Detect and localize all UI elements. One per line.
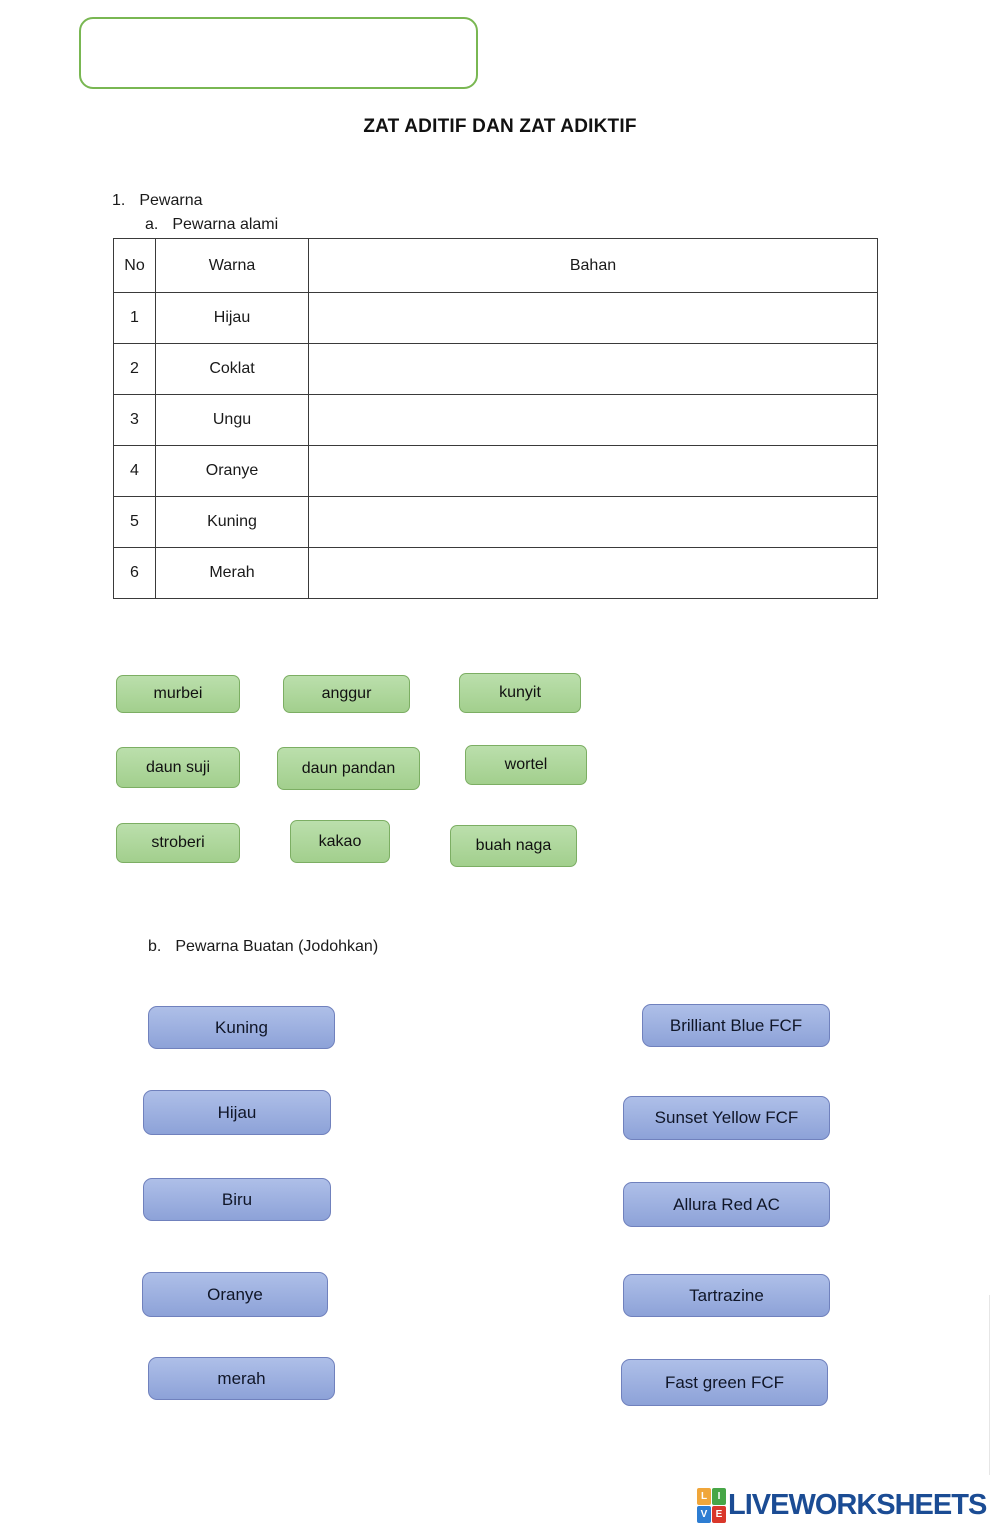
drag-chip-murbei[interactable]: murbei <box>116 675 240 713</box>
match-left-oranye[interactable]: Oranye <box>142 1272 328 1317</box>
table-header-row: No Warna Bahan <box>113 238 878 293</box>
table-row: 3 Ungu <box>113 394 878 446</box>
liveworksheets-logo-icon: L I V E <box>697 1488 726 1523</box>
table-header-no: No <box>113 238 156 293</box>
row-number: 4 <box>113 445 156 497</box>
question-1b-letter: b. <box>148 938 162 955</box>
name-answer-box[interactable] <box>79 17 478 89</box>
bahan-drop-cell[interactable] <box>308 547 878 599</box>
drag-chip-kakao[interactable]: kakao <box>290 820 390 863</box>
drag-chip-daun-pandan[interactable]: daun pandan <box>277 747 420 790</box>
logo-tile-e: E <box>712 1506 726 1523</box>
drag-chip-daun-suji[interactable]: daun suji <box>116 747 240 788</box>
table-row: 1 Hijau <box>113 292 878 344</box>
question-1a-heading: a. Pewarna alami <box>145 216 278 234</box>
question-1b-label: Pewarna Buatan (Jodohkan) <box>175 938 379 955</box>
warna-cell: Hijau <box>155 292 309 344</box>
table-header-warna: Warna <box>155 238 309 293</box>
question-1a-letter: a. <box>145 216 159 233</box>
worksheet-title: ZAT ADITIF DAN ZAT ADIKTIF <box>363 116 637 137</box>
table-row: 2 Coklat <box>113 343 878 395</box>
page-edge-line <box>989 1295 990 1475</box>
liveworksheets-logo[interactable]: L I V E LIVEWORKSHEETS <box>697 1488 987 1523</box>
natural-colors-table: No Warna Bahan 1 Hijau 2 Coklat 3 Ungu <box>113 238 878 599</box>
bahan-drop-cell[interactable] <box>308 445 878 497</box>
warna-cell: Oranye <box>155 445 309 497</box>
match-right-sunset-yellow-fcf[interactable]: Sunset Yellow FCF <box>623 1096 830 1140</box>
match-right-tartrazine[interactable]: Tartrazine <box>623 1274 830 1317</box>
bahan-drop-cell[interactable] <box>308 496 878 548</box>
question-1a-label: Pewarna alami <box>172 216 279 233</box>
table-row: 4 Oranye <box>113 445 878 497</box>
bahan-drop-cell[interactable] <box>308 292 878 344</box>
row-number: 3 <box>113 394 156 446</box>
match-right-fast-green-fcf[interactable]: Fast green FCF <box>621 1359 828 1406</box>
warna-cell: Coklat <box>155 343 309 395</box>
table-row: 6 Merah <box>113 547 878 599</box>
row-number: 2 <box>113 343 156 395</box>
drag-chip-kunyit[interactable]: kunyit <box>459 673 581 713</box>
drag-chip-wortel[interactable]: wortel <box>465 745 587 785</box>
question-1-number: 1. <box>112 192 126 209</box>
match-left-kuning[interactable]: Kuning <box>148 1006 335 1049</box>
drag-chip-buah-naga[interactable]: buah naga <box>450 825 577 867</box>
logo-tile-l: L <box>697 1488 711 1505</box>
question-1b-heading: b. Pewarna Buatan (Jodohkan) <box>148 938 378 956</box>
table-row: 5 Kuning <box>113 496 878 548</box>
drag-chip-anggur[interactable]: anggur <box>283 675 410 713</box>
warna-cell: Merah <box>155 547 309 599</box>
drag-chip-stroberi[interactable]: stroberi <box>116 823 240 863</box>
row-number: 6 <box>113 547 156 599</box>
row-number: 1 <box>113 292 156 344</box>
liveworksheets-logo-text: LIVEWORKSHEETS <box>728 1489 987 1521</box>
question-1-label: Pewarna <box>139 192 203 209</box>
match-right-brilliant-blue-fcf[interactable]: Brilliant Blue FCF <box>642 1004 830 1047</box>
table-header-bahan: Bahan <box>308 238 878 293</box>
logo-tile-i: I <box>712 1488 726 1505</box>
bahan-drop-cell[interactable] <box>308 343 878 395</box>
match-right-allura-red-ac[interactable]: Allura Red AC <box>623 1182 830 1227</box>
logo-tile-v: V <box>697 1506 711 1523</box>
match-left-biru[interactable]: Biru <box>143 1178 331 1221</box>
warna-cell: Ungu <box>155 394 309 446</box>
bahan-drop-cell[interactable] <box>308 394 878 446</box>
match-left-merah[interactable]: merah <box>148 1357 335 1400</box>
warna-cell: Kuning <box>155 496 309 548</box>
match-left-hijau[interactable]: Hijau <box>143 1090 331 1135</box>
question-1-heading: 1. Pewarna <box>112 192 203 210</box>
row-number: 5 <box>113 496 156 548</box>
